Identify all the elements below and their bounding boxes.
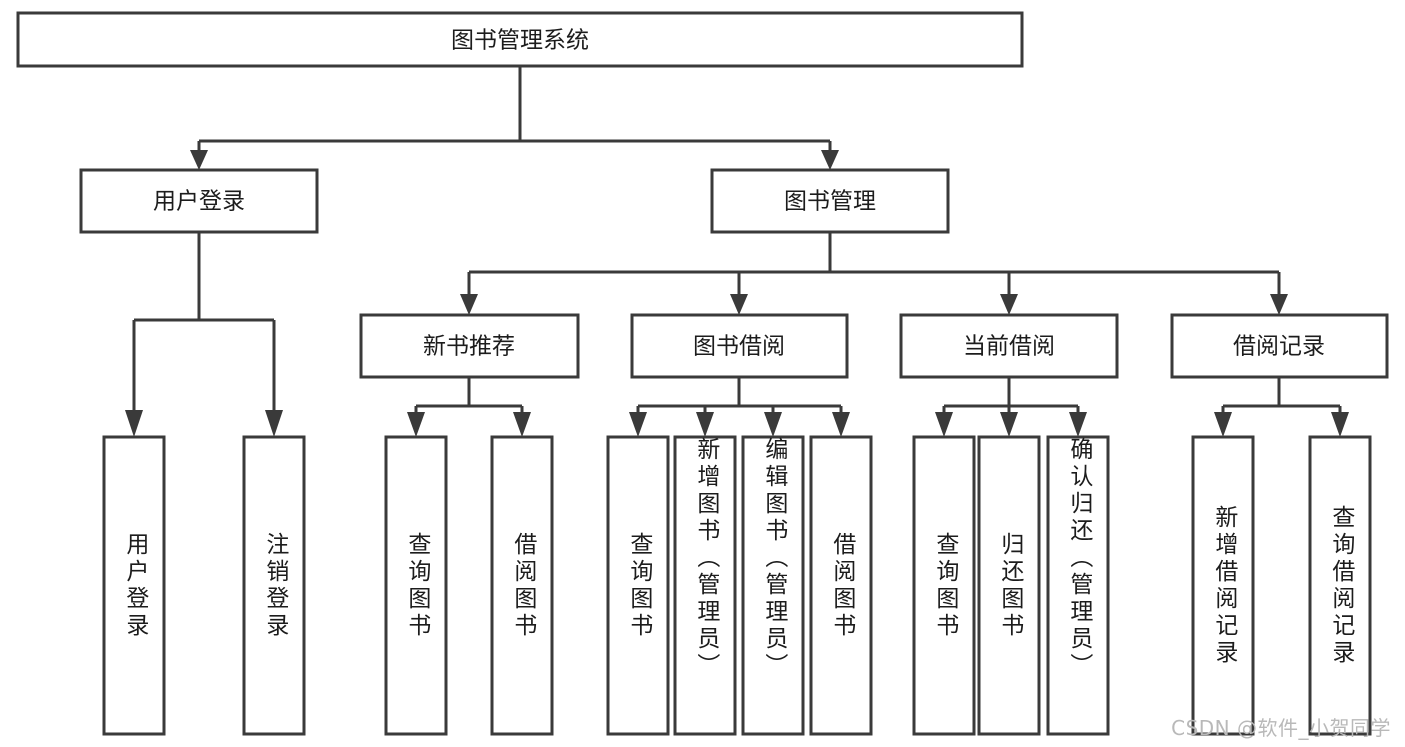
leaf-box-borrow-book-nb[interactable] xyxy=(490,435,554,736)
node-current-borrow-box[interactable] xyxy=(899,313,1119,379)
arrow-head-icon xyxy=(460,294,478,315)
arrow-head-icon xyxy=(821,150,839,170)
node-new-book-recommend-label: 新书推荐 xyxy=(423,334,515,360)
leaf-box-query-book-bb[interactable] xyxy=(606,435,670,736)
arrow-head-icon xyxy=(935,412,953,437)
leaf-box-return-book[interactable] xyxy=(977,435,1041,736)
connector-bookborrow-to-leaves xyxy=(629,377,850,437)
leaf-box-query-book-nb[interactable] xyxy=(384,435,448,736)
arrow-head-icon xyxy=(265,410,283,437)
node-current-borrow[interactable]: 当前借阅 xyxy=(899,313,1119,379)
arrow-head-icon xyxy=(764,412,782,437)
arrow-head-icon xyxy=(1214,412,1232,437)
arrow-head-icon xyxy=(629,412,647,437)
node-user-login-label: 用户登录 xyxy=(153,189,245,215)
leaf-box-add-book-admin[interactable] xyxy=(673,435,737,736)
leaf-box-borrow-book-bb[interactable] xyxy=(809,435,873,736)
node-new-book-recommend[interactable]: 新书推荐 xyxy=(359,313,580,379)
arrow-head-icon xyxy=(1000,412,1018,437)
node-book-borrow-box[interactable] xyxy=(630,313,849,379)
connector-bookmgmt-to-level3 xyxy=(460,232,1288,315)
node-user-login[interactable]: 用户登录 xyxy=(79,168,319,234)
node-user-login-box[interactable] xyxy=(79,168,319,234)
node-borrow-record-label: 借阅记录 xyxy=(1233,334,1325,360)
leaf-box-user-login[interactable] xyxy=(102,435,166,736)
connector-currentborrow-to-leaves xyxy=(935,377,1087,437)
connector-borrowrecord-to-leaves xyxy=(1214,377,1349,437)
node-borrow-record[interactable]: 借阅记录 xyxy=(1170,313,1389,379)
arrow-head-icon xyxy=(1270,294,1288,315)
leaf-box-add-borrow-record[interactable] xyxy=(1191,435,1255,736)
connector-newbook-to-leaves xyxy=(407,377,531,437)
arrow-head-icon xyxy=(730,294,748,315)
arrow-head-icon xyxy=(190,150,208,170)
arrow-head-icon xyxy=(832,412,850,437)
leaf-box-logout[interactable] xyxy=(242,435,306,736)
arrow-head-icon xyxy=(125,410,143,437)
node-book-borrow-label: 图书借阅 xyxy=(693,334,785,360)
node-book-management[interactable]: 图书管理 xyxy=(710,168,950,234)
arrow-head-icon xyxy=(696,412,714,437)
leaf-box-query-borrow-record[interactable] xyxy=(1308,435,1372,736)
arrow-head-icon xyxy=(1000,294,1018,315)
arrow-head-icon xyxy=(407,412,425,437)
connector-userlogin-to-leaves xyxy=(125,232,283,437)
leaf-box-edit-book-admin[interactable] xyxy=(741,435,805,736)
node-root-label: 图书管理系统 xyxy=(451,28,589,54)
arrow-head-icon xyxy=(1331,412,1349,437)
connector-root-to-level2 xyxy=(190,66,839,170)
arrow-head-icon xyxy=(513,412,531,437)
node-book-management-box[interactable] xyxy=(710,168,950,234)
node-root[interactable]: 图书管理系统 xyxy=(16,11,1024,68)
node-borrow-record-box[interactable] xyxy=(1170,313,1389,379)
leaf-box-confirm-return-admin[interactable] xyxy=(1046,435,1110,736)
arrow-head-icon xyxy=(1069,412,1087,437)
leaf-box-query-book-cb[interactable] xyxy=(912,435,976,736)
node-new-book-recommend-box[interactable] xyxy=(359,313,580,379)
node-current-borrow-label: 当前借阅 xyxy=(963,334,1055,360)
node-book-borrow[interactable]: 图书借阅 xyxy=(630,313,849,379)
node-root-box[interactable] xyxy=(16,11,1024,68)
node-book-management-label: 图书管理 xyxy=(784,189,876,215)
